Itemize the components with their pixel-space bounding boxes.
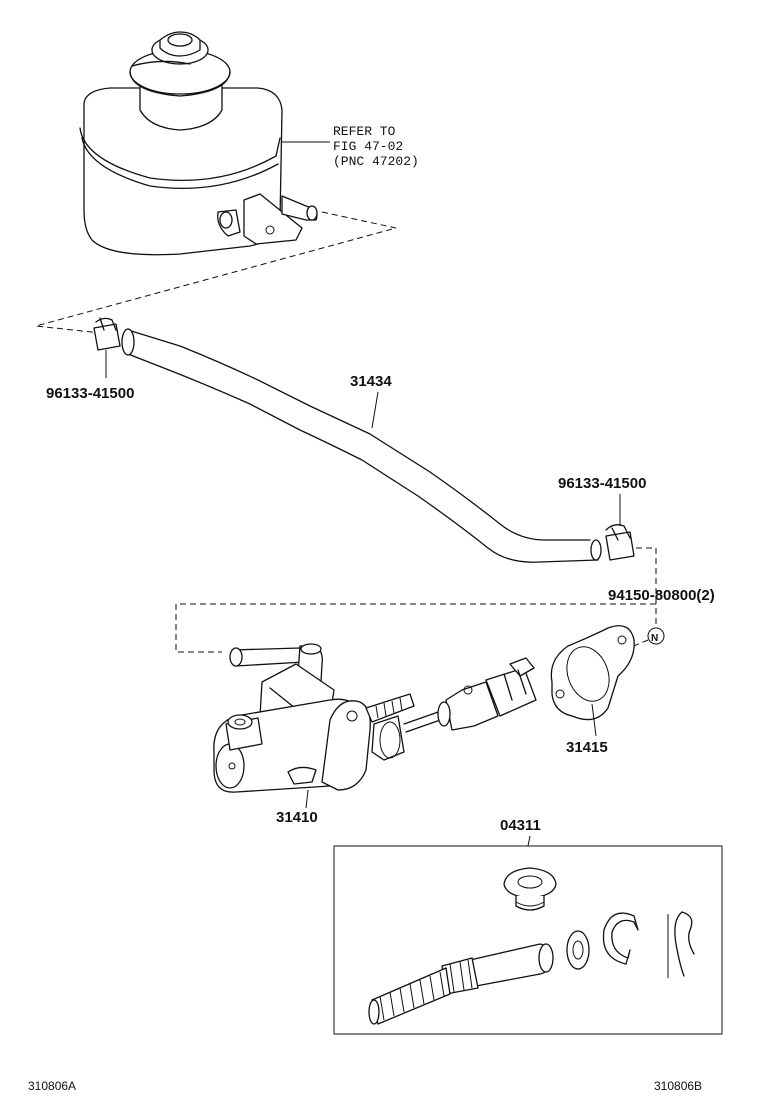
label-gasket: 31415 xyxy=(566,739,608,756)
nut-marker: N xyxy=(647,627,665,645)
label-hose: 31434 xyxy=(350,373,392,390)
reservoir-note-line1: REFER TO xyxy=(333,124,396,139)
hose-clip-right xyxy=(605,494,635,561)
label-nut: 94150-80800(2) xyxy=(608,587,715,604)
reservoir-note-line3: (PNC 47202) xyxy=(333,154,419,169)
svg-text:N: N xyxy=(651,633,658,644)
hose-31434 xyxy=(121,328,602,563)
repair-kit-parts xyxy=(368,867,695,1025)
footer-code-left: 310806A xyxy=(28,1079,76,1093)
label-clip-left: 96133-41500 xyxy=(46,385,134,402)
label-master-cylinder: 31410 xyxy=(276,809,318,826)
reservoir-tank xyxy=(79,31,330,256)
repair-kit-box xyxy=(333,845,723,1035)
label-clip-right: 96133-41500 xyxy=(558,475,646,492)
connection-line-tank xyxy=(35,211,397,335)
footer-code-right: 310806B xyxy=(654,1079,702,1093)
master-cylinder xyxy=(213,643,537,809)
gasket xyxy=(550,625,635,737)
label-repair-kit: 04311 xyxy=(500,817,541,834)
connection-line-cylinder xyxy=(175,547,657,653)
reservoir-note-line2: FIG 47-02 xyxy=(333,139,403,154)
hose-clip-left xyxy=(93,317,121,378)
